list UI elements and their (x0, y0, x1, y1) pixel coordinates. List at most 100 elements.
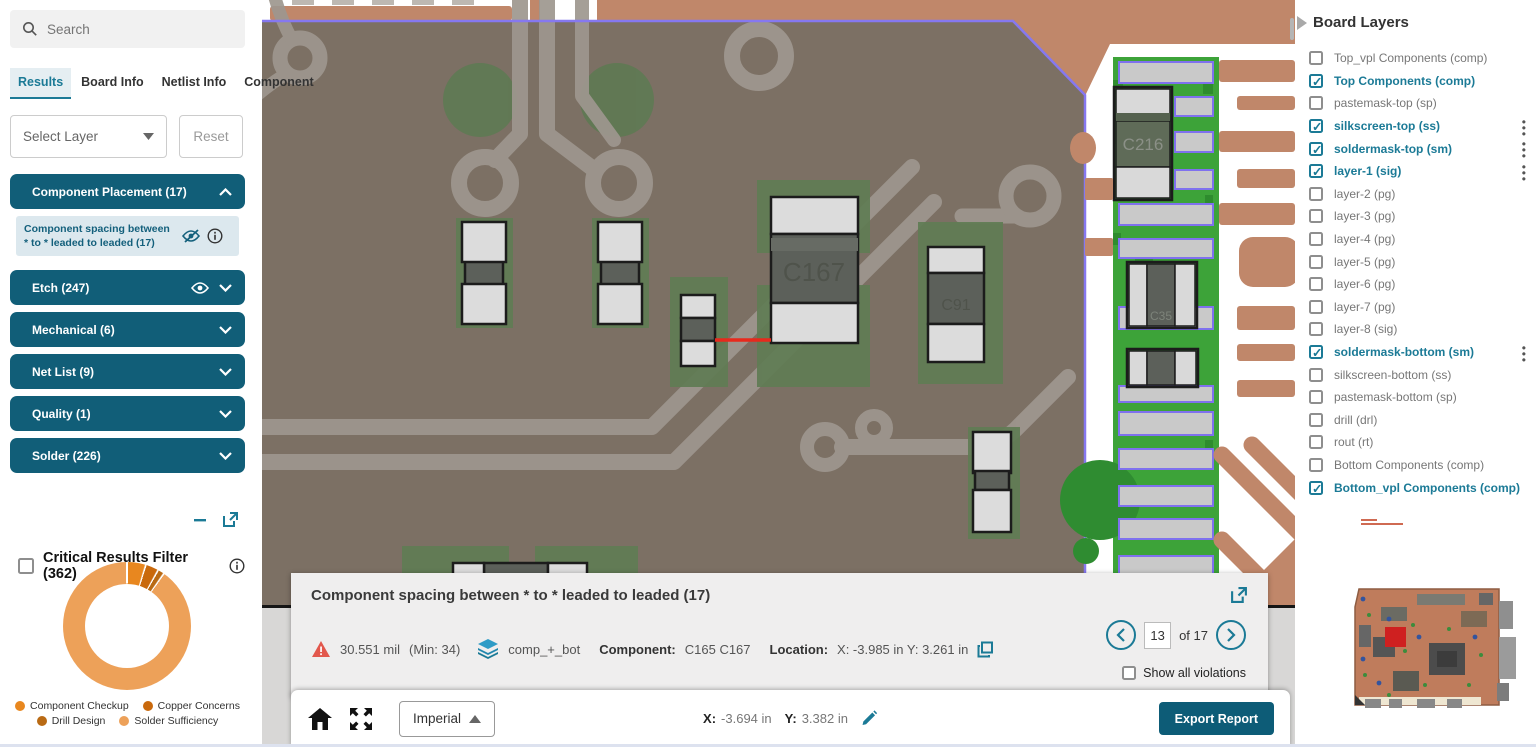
component-c165[interactable] (679, 293, 717, 368)
component-r1[interactable] (460, 220, 508, 326)
layer-item-pastemask-bottom-sp-[interactable]: pastemask-bottom (sp) (1309, 386, 1536, 409)
board-layers-header[interactable]: Board Layers (1295, 14, 1536, 31)
info-icon[interactable] (229, 558, 245, 574)
chevron-down-icon (219, 368, 232, 376)
category-net-list-9-[interactable]: Net List (9) (10, 354, 245, 390)
layer-item-bottom-vpl-components-comp-[interactable]: Bottom_vpl Components (comp) (1309, 476, 1536, 499)
component-c91[interactable]: C91 (926, 245, 986, 364)
layer-item-layer-7-pg-[interactable]: layer-7 (pg) (1309, 296, 1536, 319)
kebab-menu-icon[interactable]: ••• (1521, 159, 1526, 186)
layer-item-top-components-comp-[interactable]: Top Components (comp) (1309, 70, 1536, 93)
category-solder-226-[interactable]: Solder (226) (10, 438, 245, 474)
copy-icon[interactable] (977, 641, 994, 658)
category-etch-247-[interactable]: Etch (247) (10, 270, 245, 306)
layer-checkbox[interactable] (1309, 322, 1323, 337)
reset-button[interactable]: Reset (179, 115, 243, 158)
kebab-menu-icon[interactable]: ••• (1521, 137, 1526, 164)
minimize-icon[interactable] (193, 512, 208, 527)
eye-icon[interactable] (191, 282, 209, 294)
layer-checkbox[interactable] (1309, 141, 1323, 157)
next-violation-button[interactable] (1216, 620, 1246, 650)
layers-icon (477, 639, 499, 659)
results-donut-chart[interactable] (63, 562, 191, 690)
layer-checkbox[interactable] (1309, 412, 1323, 427)
layer-select[interactable]: Select Layer (10, 115, 167, 158)
layer-item-soldermask-top-sm-[interactable]: soldermask-top (sm)••• (1309, 137, 1536, 164)
info-icon[interactable] (207, 228, 223, 244)
violation-page-input[interactable]: 13 (1144, 621, 1172, 649)
category-subitem[interactable]: Component spacing between * to * leaded … (16, 216, 239, 257)
violation-title: Component spacing between * to * leaded … (311, 587, 711, 604)
layer-item-layer-5-pg-[interactable]: layer-5 (pg) (1309, 250, 1536, 273)
layer-checkbox[interactable] (1309, 51, 1323, 66)
layer-checkbox[interactable] (1309, 164, 1323, 179)
component-r2[interactable] (596, 220, 644, 326)
layer-checkbox[interactable] (1309, 119, 1323, 134)
copper-regions (270, 0, 1295, 96)
layer-checkbox[interactable] (1309, 457, 1323, 472)
search-placeholder: Search (47, 21, 90, 37)
layer-item-layer-1-sig-[interactable]: layer-1 (sig)••• (1309, 159, 1536, 186)
layer-checkbox[interactable] (1309, 232, 1323, 247)
layer-item-rout-rt-[interactable]: rout (rt) (1309, 431, 1536, 454)
home-icon[interactable] (307, 707, 333, 731)
layer-checkbox[interactable] (1309, 96, 1323, 111)
board-layers-list: Top_vpl Components (comp)Top Components … (1295, 47, 1536, 499)
component-h2[interactable] (1125, 347, 1200, 389)
category-component-placement-17-[interactable]: Component Placement (17) (10, 174, 245, 209)
board-thumbnail[interactable] (1329, 585, 1521, 733)
critical-filter-checkbox[interactable] (18, 558, 34, 575)
search-input[interactable]: Search (10, 10, 245, 48)
layer-item-layer-2-pg-[interactable]: layer-2 (pg) (1309, 183, 1536, 206)
layer-item-soldermask-bottom-sm-[interactable]: soldermask-bottom (sm)••• (1309, 340, 1536, 367)
chevron-up-icon (469, 714, 481, 723)
eye-off-icon[interactable] (182, 229, 201, 243)
layer-checkbox[interactable] (1309, 390, 1323, 405)
show-all-checkbox[interactable] (1122, 666, 1137, 680)
component-v1[interactable] (971, 430, 1013, 534)
legend-item: Drill Design (36, 715, 105, 727)
kebab-menu-icon[interactable]: ••• (1521, 340, 1526, 367)
layer-checkbox[interactable] (1309, 367, 1323, 382)
units-select[interactable]: Imperial (399, 700, 495, 737)
pcb-canvas[interactable]: C167 C91 (262, 0, 1295, 608)
component-c35[interactable]: C35 (1125, 260, 1199, 330)
component-c167[interactable]: C167 (769, 195, 860, 345)
layer-checkbox[interactable] (1309, 254, 1323, 269)
category-mechanical-6-[interactable]: Mechanical (6) (10, 312, 245, 348)
layer-item-silkscreen-top-ss-[interactable]: silkscreen-top (ss)••• (1309, 114, 1536, 141)
kebab-menu-icon[interactable]: ••• (1521, 114, 1526, 141)
tab-results[interactable]: Results (10, 68, 72, 99)
layer-name: comp_+_bot (508, 641, 581, 657)
layer-checkbox[interactable] (1309, 435, 1323, 450)
fit-view-icon[interactable] (349, 707, 373, 731)
tab-board-info[interactable]: Board Info (81, 75, 144, 89)
layer-item-drill-drl-[interactable]: drill (drl) (1309, 409, 1536, 432)
collapse-triangle-icon (1297, 15, 1307, 30)
layer-checkbox[interactable] (1309, 277, 1323, 292)
layer-item-pastemask-top-sp-[interactable]: pastemask-top (sp) (1309, 92, 1536, 115)
layer-item-bottom-components-comp-[interactable]: Bottom Components (comp) (1309, 454, 1536, 477)
layer-checkbox[interactable] (1309, 480, 1323, 496)
external-link-icon[interactable] (222, 511, 239, 528)
layer-checkbox[interactable] (1309, 186, 1323, 201)
layer-item-layer-3-pg-[interactable]: layer-3 (pg) (1309, 205, 1536, 228)
layer-checkbox[interactable] (1309, 345, 1323, 360)
layer-checkbox[interactable] (1309, 299, 1323, 314)
export-report-button[interactable]: Export Report (1158, 702, 1274, 735)
canvas-scrollbar-thumb[interactable] (1290, 18, 1294, 40)
category-quality-1-[interactable]: Quality (1) (10, 396, 245, 432)
prev-violation-button[interactable] (1106, 620, 1137, 650)
layer-checkbox[interactable] (1309, 209, 1323, 224)
layer-item-top-vpl-components-comp-[interactable]: Top_vpl Components (comp) (1309, 47, 1536, 70)
layer-item-layer-8-sig-[interactable]: layer-8 (sig) (1309, 318, 1536, 341)
layer-item-silkscreen-bottom-ss-[interactable]: silkscreen-bottom (ss) (1309, 363, 1536, 386)
layer-checkbox[interactable] (1309, 73, 1323, 89)
panel-external-link-icon[interactable] (1230, 586, 1248, 604)
edit-coordinates-icon[interactable] (861, 710, 878, 727)
component-c216[interactable]: C216 (1112, 85, 1174, 202)
tab-netlist-info[interactable]: Netlist Info (161, 75, 227, 89)
tab-component[interactable]: Component (244, 75, 314, 89)
layer-item-layer-6-pg-[interactable]: layer-6 (pg) (1309, 273, 1536, 296)
layer-item-layer-4-pg-[interactable]: layer-4 (pg) (1309, 228, 1536, 251)
